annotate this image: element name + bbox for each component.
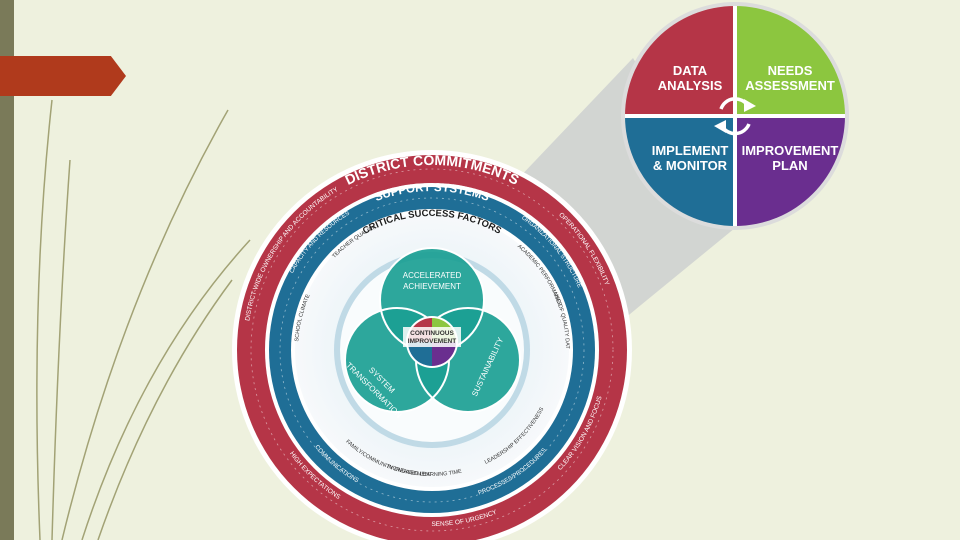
continuous-label: CONTINUOUS: [410, 330, 454, 337]
achievement-label: ACHIEVEMENT: [403, 282, 461, 291]
quadrant-needs-assessment: [735, 6, 845, 116]
improvement-cycle: DATA ANALYSIS NEEDS ASSESSMENT IMPLEMENT…: [621, 2, 849, 230]
commitments-circle: CONTINUOUS IMPROVEMENT ACCELERATED ACHIE…: [0, 0, 632, 540]
quadrant-improvement-plan: [735, 116, 845, 226]
needs-assessment-line-1: NEEDS: [768, 63, 813, 78]
left-accent-bar: [0, 0, 14, 540]
needs-assessment-line-2: ASSESSMENT: [745, 78, 835, 93]
title-flag: [0, 56, 126, 96]
data-analysis-line-1: DATA: [673, 63, 708, 78]
implement-monitor-line-1: IMPLEMENT: [652, 143, 729, 158]
decorative-grass: [36, 99, 251, 540]
accelerated-label: ACCELERATED: [403, 271, 462, 280]
implement-monitor-line-2: & MONITOR: [653, 158, 728, 173]
cycle-arrows-icon: [714, 97, 756, 136]
quadrant-implement-monitor: [625, 116, 735, 226]
improvement-plan-line-1: IMPROVEMENT: [742, 143, 839, 158]
improvement-label: IMPROVEMENT: [408, 338, 456, 345]
data-analysis-line-2: ANALYSIS: [658, 78, 723, 93]
improvement-plan-line-2: PLAN: [772, 158, 807, 173]
continuous-improvement-center: CONTINUOUS IMPROVEMENT: [403, 316, 461, 368]
quadrant-data-analysis: [625, 6, 735, 116]
